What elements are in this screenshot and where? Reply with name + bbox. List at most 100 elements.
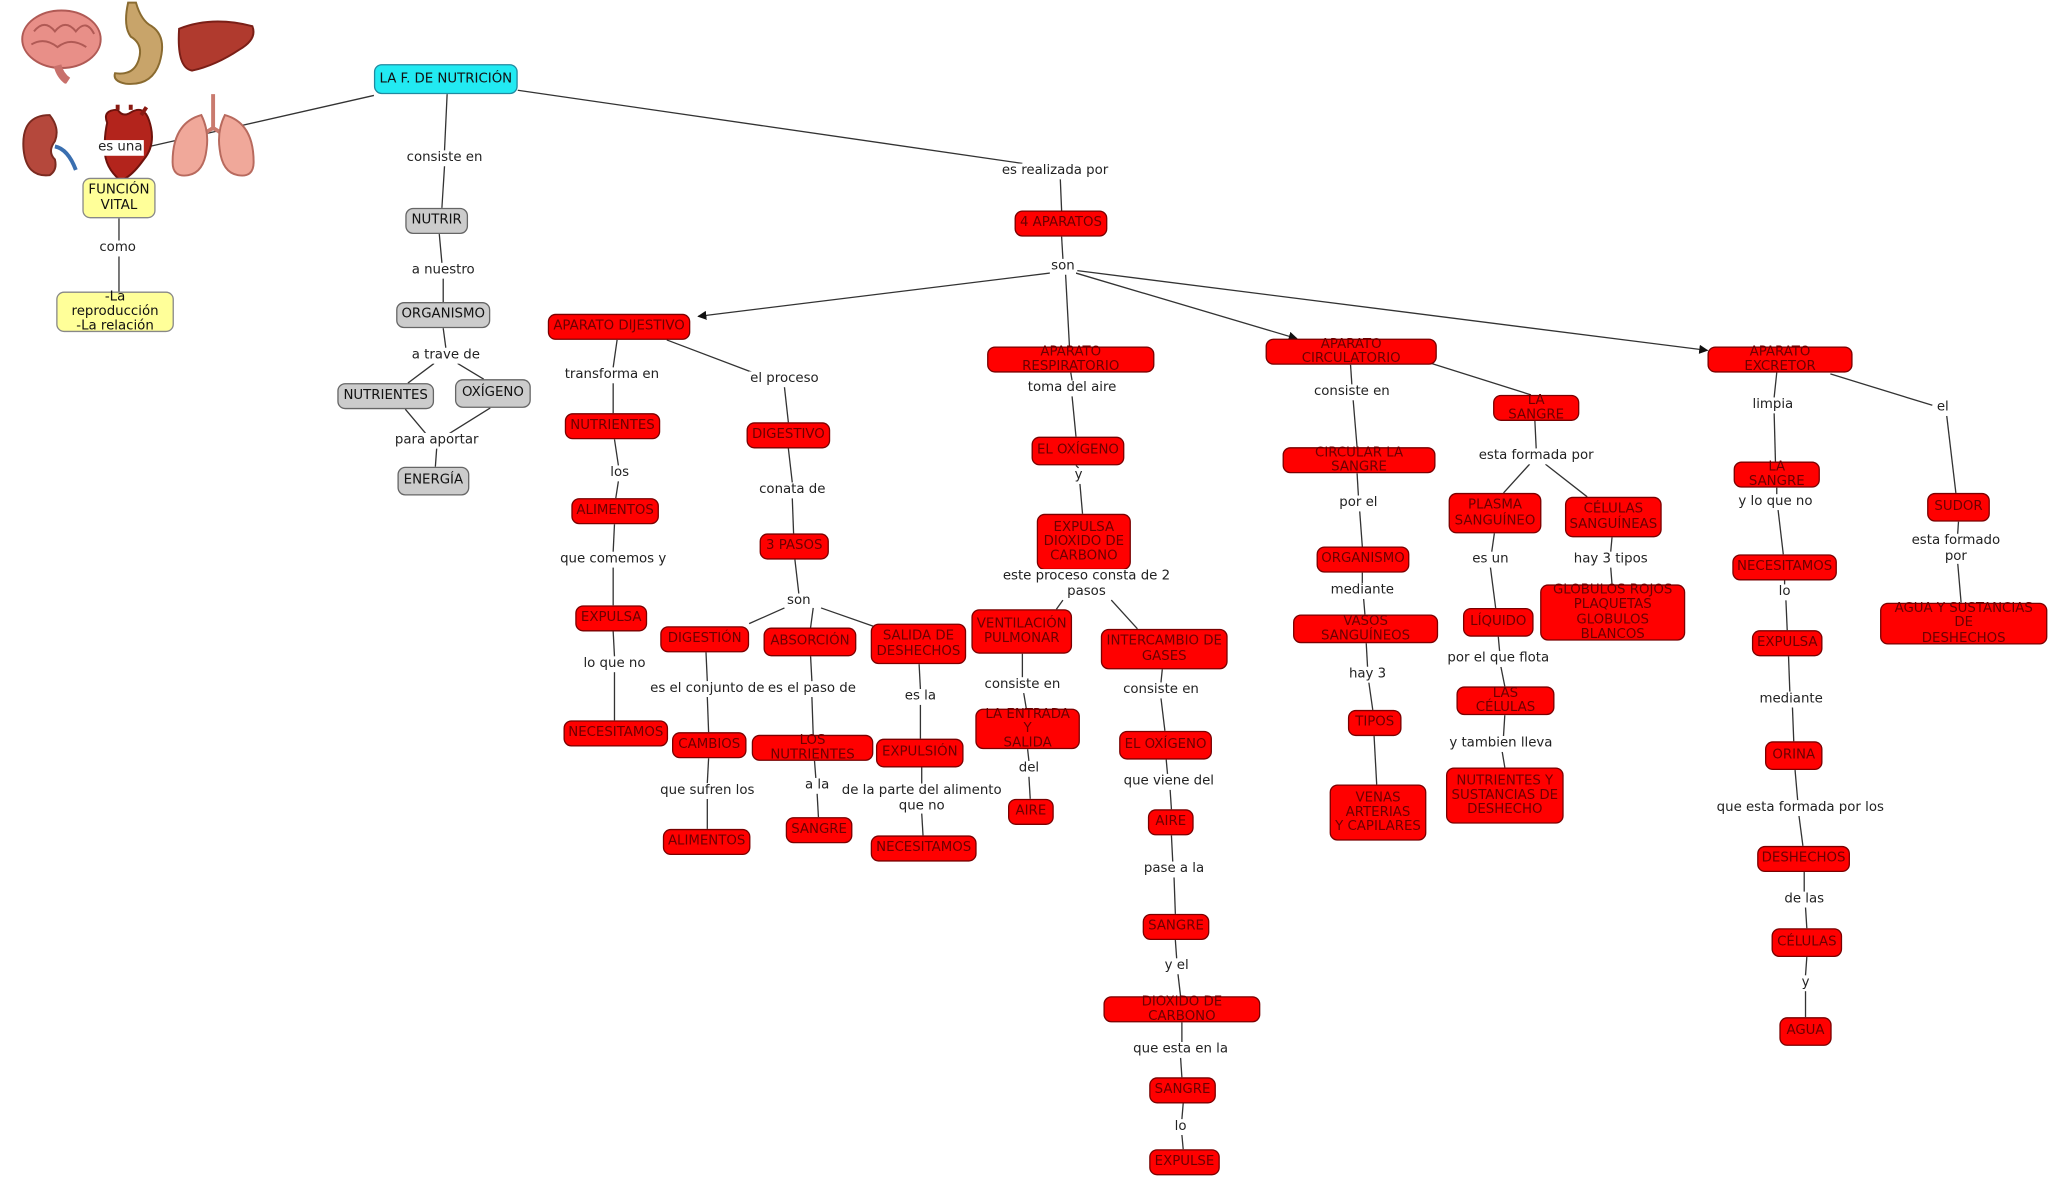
- concept-3-pasos[interactable]: 3 PASOS: [760, 533, 829, 559]
- concept-aparato-excretor[interactable]: APARATO EXCRETOR: [1707, 346, 1852, 372]
- concept-aire[interactable]: AIRE: [1008, 799, 1054, 825]
- concept-nutrientes-sustancias[interactable]: NUTRIENTES Y SUSTANCIAS DE DESHECHO: [1446, 767, 1564, 823]
- connector-line: [1360, 511, 1363, 546]
- connector-line: [1611, 537, 1612, 551]
- concept-expulsion[interactable]: EXPULSIÓN: [876, 739, 964, 768]
- link-phrase: de la parte del alimento que no: [840, 784, 1002, 815]
- connector-line: [1504, 715, 1505, 736]
- connector-line: [458, 363, 484, 379]
- connector-line: [1353, 400, 1357, 447]
- concept-deshechos[interactable]: DESHECHOS: [1757, 846, 1850, 872]
- concept-nutrientes[interactable]: NUTRIENTES: [337, 383, 434, 409]
- link-phrase: a nuestro: [410, 263, 476, 278]
- connector-line: [1181, 1058, 1182, 1078]
- concept-aire-2[interactable]: AIRE: [1148, 809, 1194, 835]
- connector-line: [1170, 790, 1171, 810]
- concept-funcion-vital[interactable]: FUNCIÓN VITAL: [82, 178, 155, 219]
- concept-venas-arterias[interactable]: VENAS ARTERIAS Y CAPILARES: [1330, 784, 1427, 840]
- concept-necesitamos-d[interactable]: NECESITAMOS: [563, 720, 668, 746]
- concept-4-aparatos[interactable]: 4 APARATOS: [1015, 210, 1108, 236]
- concept-plasma-sanguineo[interactable]: PLASMA SANGUÍNEO: [1449, 493, 1542, 534]
- concept-vasos-sanguineos[interactable]: VASOS SANGUÍNEOS: [1293, 614, 1438, 643]
- connector-line: [1161, 698, 1165, 731]
- link-phrase: son: [786, 594, 812, 609]
- link-phrase: que esta en la: [1132, 1042, 1229, 1057]
- concept-reproduccion[interactable]: -La reproducción -La relación: [56, 292, 174, 333]
- concept-alimentos-2[interactable]: ALIMENTOS: [663, 829, 751, 855]
- concept-intercambio-gases[interactable]: INTERCAMBIO DE GASES: [1101, 629, 1228, 670]
- link-phrase: esta formada por: [1477, 449, 1595, 464]
- connector-line: [443, 328, 446, 348]
- concept-aparato-circulatorio[interactable]: APARATO CIRCULATORIO: [1266, 339, 1437, 365]
- concept-las-celulas[interactable]: LAS CÉLULAS: [1456, 686, 1554, 715]
- concept-expulse[interactable]: EXPULSE: [1149, 1149, 1220, 1175]
- concept-sangre-r2[interactable]: SANGRE: [1149, 1077, 1216, 1103]
- concept-alimentos[interactable]: ALIMENTOS: [571, 498, 659, 524]
- concept-celulas-sanguineas[interactable]: CÉLULAS SANGUÍNEAS: [1565, 497, 1662, 538]
- concept-expulsa-d[interactable]: EXPULSA: [575, 605, 647, 631]
- concept-salida-deshechos[interactable]: SALIDA DE DESHECHOS: [871, 624, 966, 665]
- concept-sudor[interactable]: SUDOR: [1927, 493, 1990, 522]
- concept-liquido[interactable]: LÍQUIDO: [1463, 608, 1534, 637]
- connector-line: [448, 408, 490, 434]
- concept-expulsa-dioxido[interactable]: EXPULSA DIOXIDO DE CARBONO: [1037, 514, 1131, 570]
- concept-necesitamos-d2[interactable]: NECESITAMOS: [871, 835, 977, 861]
- concept-globulos[interactable]: GLOBULOS ROJOS PLAQUETAS GLOBULOS BLANCO…: [1540, 584, 1685, 640]
- connector-line: [817, 794, 818, 818]
- concept-orina[interactable]: ORINA: [1765, 741, 1823, 770]
- concept-digestion[interactable]: DIGESTIÓN: [660, 626, 749, 652]
- concept-la-sangre-c[interactable]: LA SANGRE: [1493, 395, 1579, 421]
- link-phrase: a la: [804, 778, 831, 793]
- lungs-icon: [167, 89, 259, 183]
- concept-agua[interactable]: AGUA: [1779, 1017, 1831, 1046]
- connector-line: [1171, 835, 1172, 861]
- concept-aparato-digestivo[interactable]: APARATO DIJESTIVO: [548, 314, 691, 340]
- concept-ventilacion-pulmonar[interactable]: VENTILACIÓN PULMONAR: [971, 609, 1072, 653]
- connector-line: [1504, 464, 1530, 493]
- concept-sangre-d[interactable]: SANGRE: [786, 817, 853, 843]
- concept-agua-sustancias[interactable]: AGUA Y SUSTANCIAS DE DESHECHOS: [1880, 603, 2047, 645]
- concept-la-sangre-e[interactable]: LA SANGRE: [1734, 462, 1820, 488]
- link-phrase: que comemos y: [559, 552, 668, 567]
- link-phrase: consiste en: [1122, 683, 1200, 698]
- concept-root[interactable]: LA F. DE NUTRICIÓN: [374, 64, 518, 94]
- connector-line: [1366, 643, 1367, 667]
- concept-dioxido-carbono[interactable]: DIOXIDO DE CARBONO: [1103, 996, 1260, 1022]
- connector-line: [1066, 273, 1070, 346]
- concept-el-oxigeno-2[interactable]: EL OXÍGENO: [1119, 731, 1212, 760]
- connector-line: [1774, 373, 1777, 398]
- concept-cambios[interactable]: CAMBIOS: [672, 732, 747, 758]
- connector-line: [667, 340, 753, 373]
- concept-necesitamos-e[interactable]: NECESITAMOS: [1732, 554, 1837, 580]
- concept-nutrientes-d[interactable]: NUTRIENTES: [565, 413, 660, 439]
- concept-sangre-r[interactable]: SANGRE: [1143, 914, 1210, 940]
- concept-digestivo[interactable]: DIGESTIVO: [747, 422, 831, 448]
- concept-circular-sangre[interactable]: CIRCULAR LA SANGRE: [1283, 447, 1436, 473]
- concept-el-oxigeno[interactable]: EL OXÍGENO: [1032, 437, 1125, 466]
- concept-expulsa-e[interactable]: EXPULSA: [1752, 630, 1823, 656]
- kidney-icon: [18, 110, 83, 181]
- connector-line: [1364, 599, 1365, 615]
- connector-line: [1060, 179, 1061, 210]
- connector-line: [1799, 816, 1803, 846]
- concept-oxigeno[interactable]: OXÍGENO: [455, 379, 531, 408]
- link-phrase: por el que flota: [1446, 651, 1550, 666]
- connector-line: [1611, 567, 1612, 584]
- concept-absorcion[interactable]: ABSORCIÓN: [764, 628, 857, 657]
- link-phrase: conata de: [758, 483, 827, 498]
- concept-celulas-e[interactable]: CÉLULAS: [1772, 928, 1843, 957]
- connector-line: [613, 524, 614, 551]
- concept-los-nutrientes[interactable]: LOS NUTRIENTES: [752, 735, 874, 761]
- concept-organismo-c[interactable]: ORGANISMO: [1317, 546, 1410, 572]
- connector-line: [613, 631, 614, 656]
- link-phrase: lo: [1777, 585, 1791, 600]
- connector-line: [707, 758, 708, 783]
- connector-line: [1028, 749, 1029, 761]
- concept-aparato-respiratorio[interactable]: APARATO RESPIRATORIO: [987, 346, 1154, 372]
- link-phrase: lo: [1173, 1119, 1187, 1134]
- concept-entrada-salida[interactable]: LA ENTRADA Y SALIDA: [975, 709, 1080, 750]
- concept-organismo[interactable]: ORGANISMO: [396, 302, 490, 328]
- concept-nutrir[interactable]: NUTRIR: [405, 208, 468, 234]
- concept-energia[interactable]: ENERGÍA: [397, 467, 469, 496]
- concept-tipos[interactable]: TIPOS: [1348, 710, 1402, 736]
